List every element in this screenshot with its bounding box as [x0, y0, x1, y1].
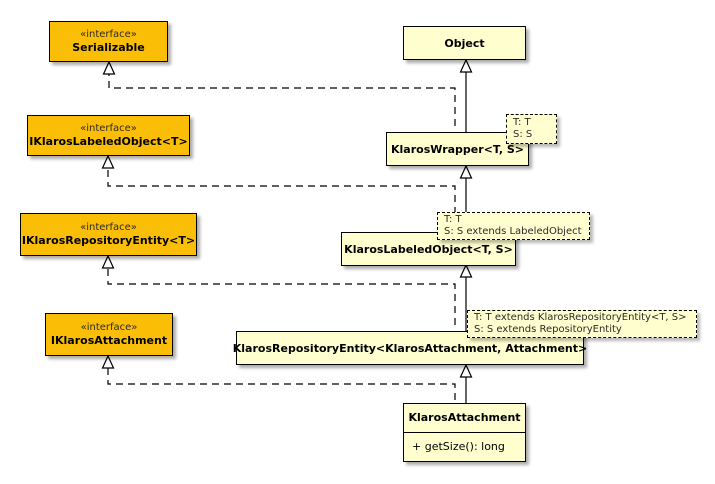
node-title: IKlarosLabeledObject<T> [29, 135, 188, 148]
node-klaroslabeledobject[interactable]: KlarosLabeledObject<T, S> [341, 232, 516, 266]
node-klarosattachment[interactable]: KlarosAttachment + getSize(): long [403, 403, 526, 462]
class-members-compartment: + getSize(): long [404, 431, 525, 462]
node-serializable[interactable]: «interface» Serializable [49, 21, 168, 62]
node-iklaroslabeledobject[interactable]: «interface» IKlarosLabeledObject<T> [27, 115, 190, 156]
type-parameters-klarosrepositoryentity: T: T extends KlarosRepositoryEntity<T, S… [467, 310, 697, 338]
node-title: Object [444, 36, 485, 50]
stereotype-label: «interface» [80, 322, 138, 333]
node-title: KlarosWrapper<T, S> [391, 142, 524, 156]
edge-object-klaroswrapper [459, 58, 473, 132]
stereotype-label: «interface» [80, 29, 137, 40]
type-parameters-klaroslabeledobject: T: T S: S extends LabeledObject [437, 212, 590, 240]
stereotype-label: «interface» [80, 123, 137, 134]
edge-klarosrepositoryentity-klarosattachment [459, 363, 473, 403]
type-parameter-line: T: T [444, 213, 462, 225]
stereotype-label: «interface» [80, 222, 137, 233]
type-parameter-line: T: T extends KlarosRepositoryEntity<T, S… [474, 311, 687, 323]
node-klarosrepositoryentity[interactable]: KlarosRepositoryEntity<KlarosAttachment,… [232, 331, 588, 365]
node-title: IKlarosRepositoryEntity<T> [21, 234, 196, 247]
node-title: Serializable [72, 41, 145, 54]
node-object[interactable]: Object [403, 26, 526, 60]
node-klaroswrapper[interactable]: KlarosWrapper<T, S> [386, 132, 529, 166]
node-title: KlarosLabeledObject<T, S> [344, 242, 513, 256]
type-parameter-line: S: S [513, 128, 533, 140]
type-parameter-line: T: T [513, 116, 531, 128]
type-parameters-klaroswrapper: T: T S: S [506, 114, 557, 144]
node-title: KlarosRepositoryEntity<KlarosAttachment,… [232, 341, 588, 355]
node-title: KlarosAttachment [408, 411, 521, 425]
node-iklarosattachment[interactable]: «interface» IKlarosAttachment [45, 313, 173, 356]
type-parameter-line: S: S extends LabeledObject [444, 225, 582, 237]
member-getsize: + getSize(): long [412, 439, 505, 453]
node-iklarosrepositoryentity[interactable]: «interface» IKlarosRepositoryEntity<T> [20, 213, 197, 256]
node-title: IKlarosAttachment [50, 334, 168, 347]
type-parameter-line: S: S extends RepositoryEntity [474, 323, 622, 335]
class-title-compartment: KlarosAttachment [404, 404, 525, 432]
